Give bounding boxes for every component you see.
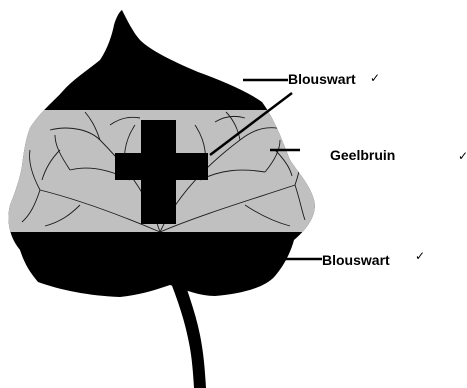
leaf (0, 10, 330, 388)
label-bottom: Blouswart (322, 252, 390, 268)
tick-top: ✓ (370, 71, 380, 85)
label-middle: Geelbruin (330, 147, 395, 163)
tick-middle: ✓ (458, 149, 467, 163)
cross-horizontal (115, 153, 208, 180)
tick-bottom: ✓ (415, 249, 425, 263)
label-top: Blouswart (288, 71, 356, 87)
